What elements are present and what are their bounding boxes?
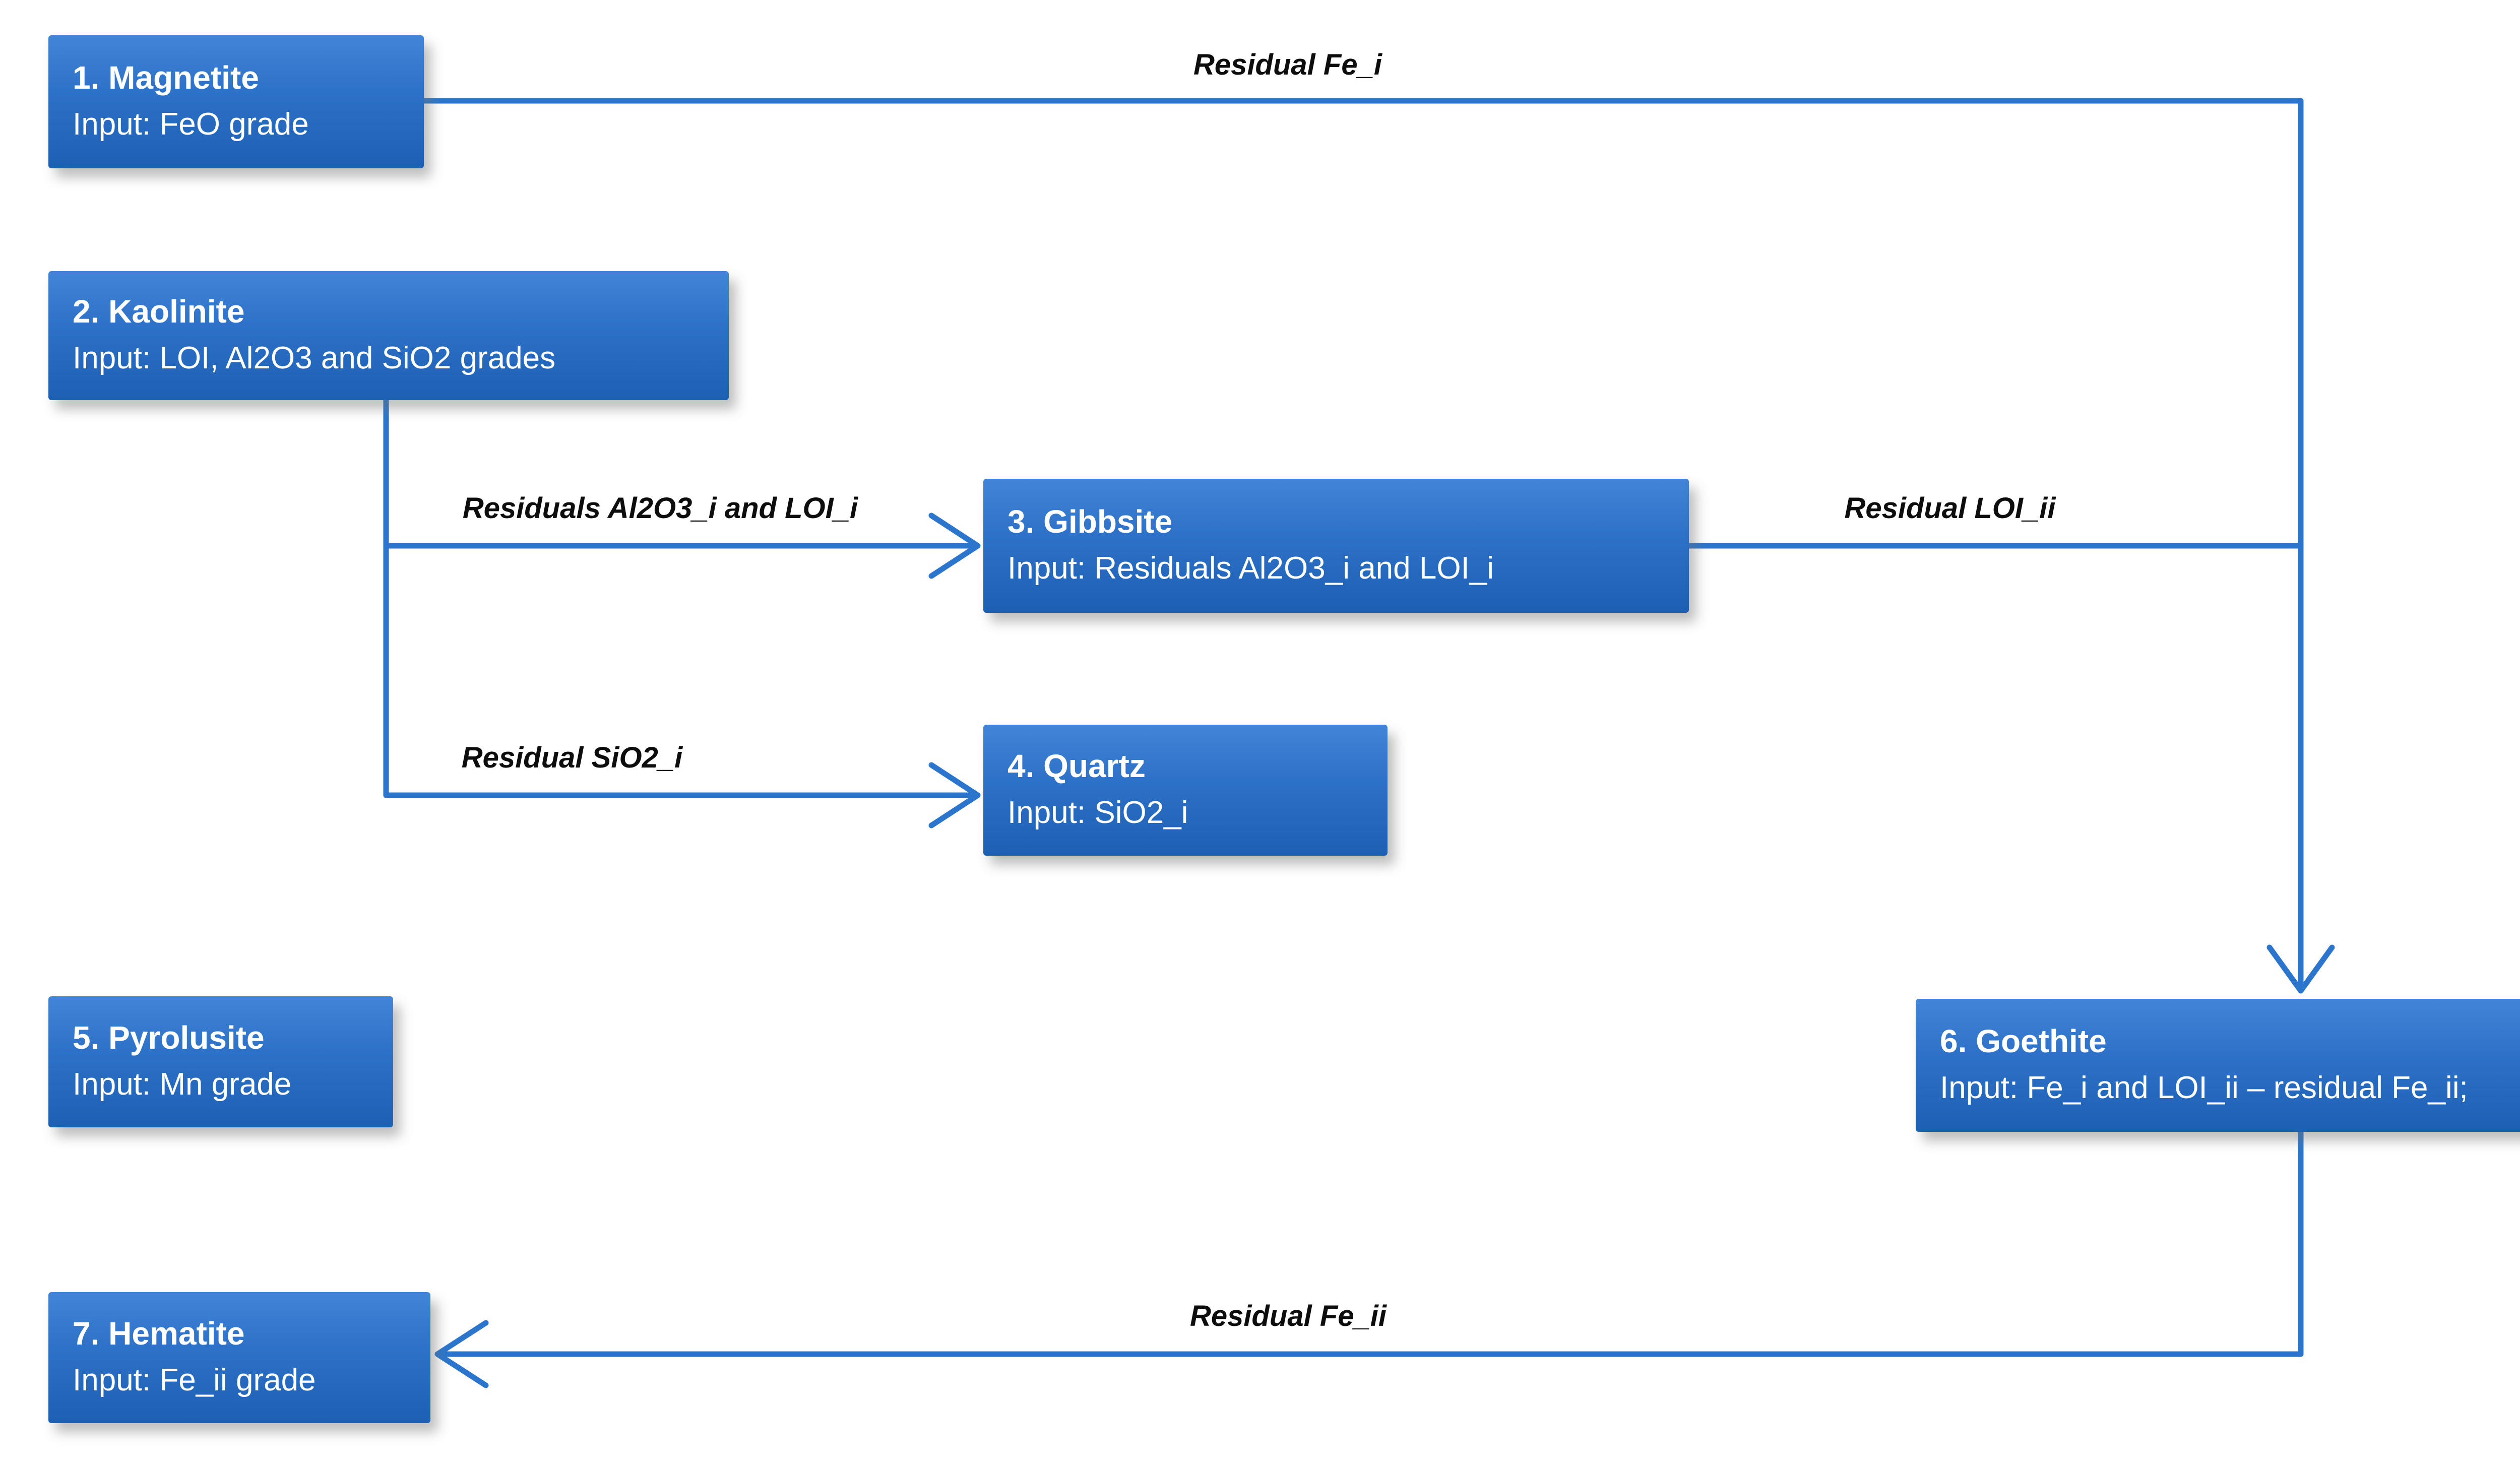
node-goethite-input: Input: Fe_i and LOI_ii – residual Fe_ii; xyxy=(1940,1070,2468,1106)
edge-label-residual-fe-i: Residual Fe_i xyxy=(1193,48,1382,81)
node-quartz-input: Input: SiO2_i xyxy=(1007,795,1188,831)
node-hematite: 7. Hematite Input: Fe_ii grade xyxy=(48,1292,430,1423)
arrowhead-down-goethite-icon xyxy=(2266,944,2335,994)
arrowhead-right-quartz-icon xyxy=(928,762,981,828)
edge-label-residual-sio2-i: Residual SiO2_i xyxy=(461,741,683,774)
node-goethite: 6. Goethite Input: Fe_i and LOI_ii – res… xyxy=(1916,999,2520,1132)
node-magnetite: 1. Magnetite Input: FeO grade xyxy=(48,35,424,168)
node-pyrolusite: 5. Pyrolusite Input: Mn grade xyxy=(48,996,393,1127)
node-gibbsite-input: Input: Residuals Al2O3_i and LOI_i xyxy=(1007,551,1494,586)
edge-label-residual-loi-ii: Residual LOI_ii xyxy=(1844,492,2056,525)
node-quartz-title: 4. Quartz xyxy=(1007,747,1146,784)
arrowhead-left-hematite-icon xyxy=(434,1320,489,1388)
arrowhead-right-gibbsite-icon xyxy=(928,513,981,579)
node-pyrolusite-title: 5. Pyrolusite xyxy=(73,1019,265,1056)
node-quartz: 4. Quartz Input: SiO2_i xyxy=(983,725,1388,856)
edge-magnetite-goethite-line xyxy=(421,98,2304,992)
edge-label-residuals-al2o3-i-and-loi-i: Residuals Al2O3_i and LOI_i xyxy=(462,492,858,525)
node-pyrolusite-input: Input: Mn grade xyxy=(73,1067,292,1102)
node-hematite-title: 7. Hematite xyxy=(73,1315,245,1352)
node-hematite-input: Input: Fe_ii grade xyxy=(73,1363,316,1398)
edge-label-residual-fe-ii: Residual Fe_ii xyxy=(1189,1300,1387,1332)
node-gibbsite-title: 3. Gibbsite xyxy=(1007,503,1173,540)
node-magnetite-input: Input: FeO grade xyxy=(73,107,309,142)
connector-lines xyxy=(383,98,2335,1388)
node-magnetite-title: 1. Magnetite xyxy=(73,59,259,96)
node-gibbsite: 3. Gibbsite Input: Residuals Al2O3_i and… xyxy=(983,479,1689,613)
node-kaolinite-input: Input: LOI, Al2O3 and SiO2 grades xyxy=(73,341,556,376)
node-kaolinite: 2. Kaolinite Input: LOI, Al2O3 and SiO2 … xyxy=(48,271,729,400)
edge-goethite-hematite-line xyxy=(436,1129,2304,1357)
node-kaolinite-title: 2. Kaolinite xyxy=(73,293,245,330)
node-goethite-title: 6. Goethite xyxy=(1940,1023,2107,1059)
